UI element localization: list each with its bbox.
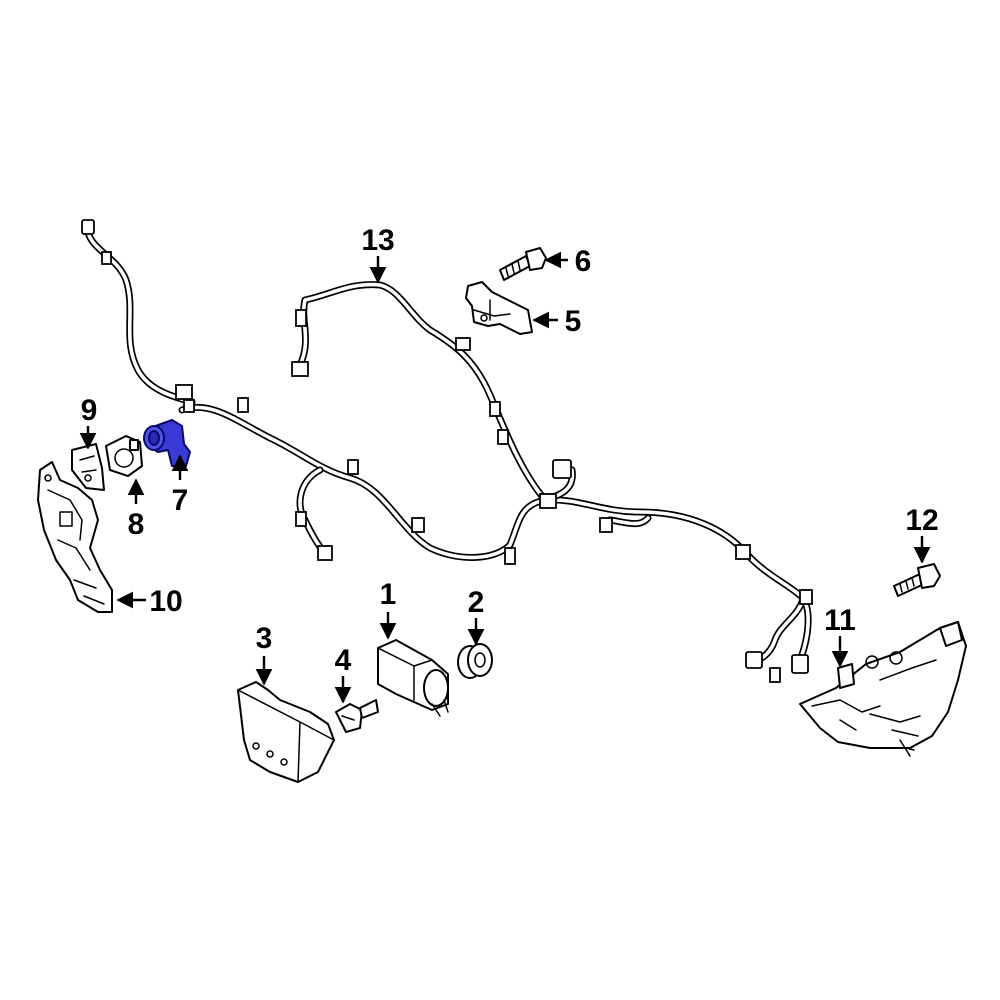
- part-1-control-module[interactable]: [377, 639, 449, 717]
- callout-1: 1: [380, 578, 397, 611]
- callout-7: 7: [172, 484, 189, 517]
- callout-labels: 1 2 3 4 5 6 7 8 9 10 11 12 13: [81, 224, 939, 677]
- callout-6: 6: [575, 245, 592, 278]
- wiring-harness[interactable]: [81, 219, 813, 683]
- part-4-sensor-mount[interactable]: [335, 699, 379, 733]
- callout-8: 8: [128, 508, 145, 541]
- part-6-screw[interactable]: [499, 247, 547, 281]
- callout-12: 12: [905, 504, 938, 537]
- part-8-sensor-retainer[interactable]: [105, 435, 143, 477]
- callout-11: 11: [824, 604, 856, 637]
- callout-9: 9: [81, 394, 98, 427]
- part-3-bumper-trim[interactable]: [237, 681, 335, 783]
- leader-lines: [79, 251, 931, 704]
- callout-5: 5: [565, 305, 582, 338]
- part-10-bumper-bracket[interactable]: [37, 461, 113, 613]
- part-9-bracket[interactable]: [71, 443, 105, 491]
- part-7-parking-sensor[interactable]: [143, 419, 191, 467]
- callout-4: 4: [335, 644, 352, 677]
- callout-2: 2: [468, 586, 485, 619]
- callout-13: 13: [361, 224, 394, 257]
- part-2-grommet[interactable]: [457, 643, 493, 679]
- callout-3: 3: [256, 622, 273, 655]
- part-12-bolt[interactable]: [893, 563, 941, 597]
- callout-10: 10: [149, 585, 182, 618]
- part-5-mounting-bracket[interactable]: [465, 281, 533, 335]
- part-11-right-bracket[interactable]: [799, 621, 967, 757]
